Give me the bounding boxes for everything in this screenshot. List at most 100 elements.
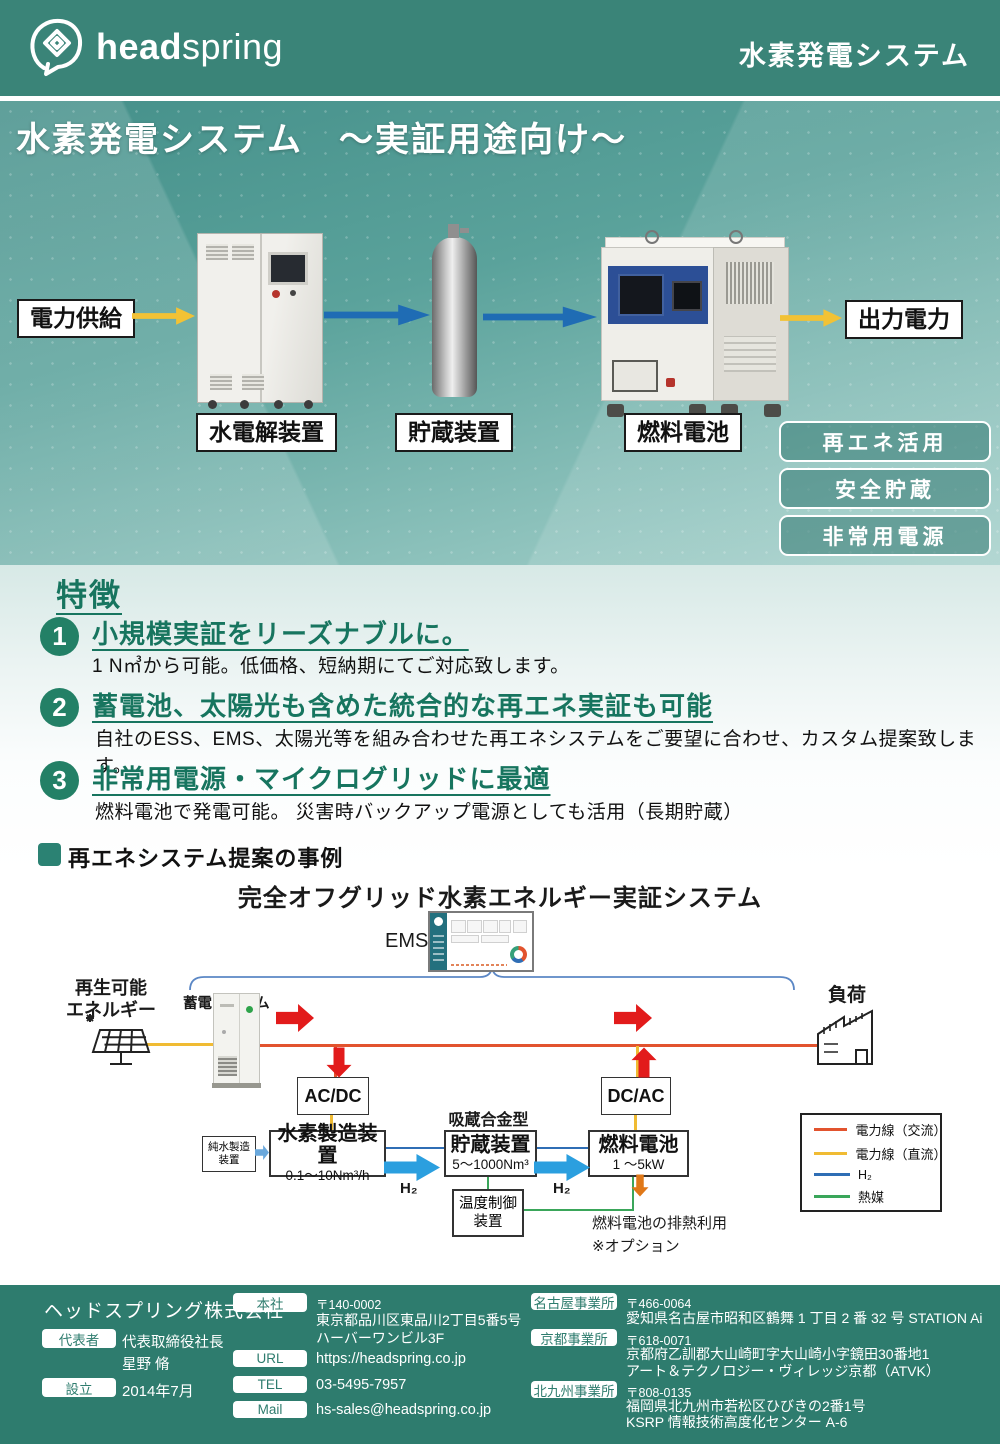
fuel-cell-window [618, 274, 664, 316]
footer-office-kyoto-line1: 京都府乙訓郡大山崎町字大山崎小字鏡田30番地1 [626, 1346, 930, 1362]
feature-1-title: 小規模実証をリーズナブルに。 [92, 619, 469, 649]
feature-2-number: 2 [40, 688, 79, 727]
electrolyzer-caster [274, 400, 283, 409]
footer-tel-value: 03-5495-7957 [316, 1377, 407, 1393]
footer-office-kyoto-postal: 〒618-0071 [626, 1334, 692, 1348]
ems-card [467, 920, 482, 933]
electrolyzer-screen [268, 252, 308, 285]
footer-rep-title: 代表取締役社長 [122, 1335, 224, 1351]
feature-3-title: 非常用電源・マイクログリッドに最適 [92, 764, 551, 794]
pure-water-box: 純水製造 装置 [202, 1136, 256, 1172]
electrolyzer-photo [197, 233, 323, 409]
ems-menu-item [433, 959, 444, 961]
gas-cylinder-photo [432, 224, 477, 397]
solar-panel-icon [86, 1014, 151, 1065]
fuel-cell-front [601, 247, 715, 401]
heat-line-horizontal [520, 1209, 634, 1211]
diagram-title: 完全オフグリッド水素エネルギー実証システム [237, 885, 763, 912]
fuel-cell-lift-ring [645, 230, 659, 244]
ems-menu-item [433, 953, 444, 955]
power-flow-arrow-right-icon [276, 1004, 314, 1032]
footer-url-value[interactable]: https://headspring.co.jp [316, 1351, 466, 1367]
electrolyzer-vent [206, 244, 228, 260]
ems-card [513, 920, 527, 933]
temp-control-line2: 装置 [473, 1214, 503, 1230]
electrolyzer-caster [240, 400, 249, 409]
battery-dot [222, 1030, 226, 1034]
ems-card [451, 935, 479, 943]
temp-control-box: 温度制御 装置 [452, 1189, 524, 1237]
load-building-icon [817, 1009, 873, 1065]
footer-mail-badge: Mail [233, 1401, 307, 1418]
legend-h2-line-icon [814, 1173, 850, 1176]
footer-mail-value[interactable]: hs-sales@headspring.co.jp [316, 1402, 492, 1418]
legend-row-heat: 熱媒 [802, 1187, 940, 1206]
headspring-logo-icon [30, 18, 83, 76]
battery-slot [220, 1004, 234, 1007]
ems-card [499, 920, 511, 933]
footer-office-nagoya-postal: 〒466-0064 [626, 1297, 692, 1311]
fuel-cell-blue-panel [608, 266, 708, 324]
water-arrow-icon [255, 1145, 269, 1160]
battery-led [246, 1006, 253, 1013]
fuel-cell-foot [607, 404, 624, 417]
ems-screen-thumbnail [428, 911, 534, 972]
h2-production-box: 水素製造装置 0.1～10Nm³/h [269, 1123, 386, 1183]
fuelcell-spec: 1 ～5kW [612, 1157, 665, 1173]
logo-wordmark: headspring [96, 26, 283, 68]
hero-badge-safe-storage: 安全貯蔵 [779, 468, 991, 509]
feature-3-number: 3 [40, 761, 79, 800]
pure-water-line2: 装置 [218, 1154, 240, 1166]
footer-company-name: ヘッドスプリング株式会社 [44, 1301, 285, 1322]
exhaust-note: 燃料電池の排熱利用 ※オプション [592, 1213, 727, 1258]
footer-est-value: 2014年7月 [122, 1383, 194, 1400]
fuelcell-label: 燃料電池 [624, 413, 742, 452]
heat-line-storage [487, 1173, 489, 1189]
electrolyzer-door-seam [260, 234, 262, 402]
electrolyzer-vent [232, 244, 254, 260]
electrolyzer-vent [210, 374, 232, 390]
feature-1-desc: 1 N㎥から可能。低価格、短納期にてご対応致します。 [92, 656, 570, 677]
flow-output-label: 出力電力 [845, 300, 963, 339]
renewable-label-line2: エネルギー [66, 999, 156, 1020]
footer-hq-postal: 〒140-0002 [316, 1298, 382, 1312]
ems-card [483, 920, 498, 933]
h2-storage-spec: 5～1000Nm³ [452, 1157, 529, 1173]
renewable-label-line1: 再生可能 [75, 978, 147, 998]
ems-label: EMS [385, 930, 429, 952]
fuel-cell-button [666, 378, 675, 387]
footer-rep-name: 星野 脩 [122, 1357, 170, 1373]
h2-label: H₂ [400, 1180, 418, 1197]
footer-hq-line1: 東京都品川区東品川2丁目5番5号 [316, 1312, 522, 1328]
legend-row-ac: 電力線（交流） [802, 1120, 947, 1139]
fuel-cell-foot [764, 404, 781, 417]
case-heading-bullet-icon [38, 843, 61, 866]
legend-ac-label: 電力線（交流） [855, 1122, 947, 1138]
feature-2-title: 蓄電池、太陽光も含めた統合的な再エネ実証も可能 [92, 691, 714, 721]
power-flow-arrow-right-icon [614, 1004, 652, 1032]
electrolyzer-caster [304, 400, 313, 409]
logo-word-spring: spring [182, 26, 284, 67]
cylinder-valve-nub [460, 228, 469, 233]
dc-line-acdc-electrolyzer [330, 1113, 333, 1132]
footer-office-kitakyushu-line2: KSRP 情報技術高度化センター A-6 [626, 1414, 848, 1430]
h2-storage-box: 貯蔵装置 5～1000Nm³ [444, 1130, 537, 1177]
storage-label: 貯蔵装置 [395, 413, 513, 452]
fuelcell-name: 燃料電池 [598, 1134, 679, 1157]
ems-card [451, 920, 466, 933]
legend-heat-line-icon [814, 1194, 850, 1198]
h2-flow-arrow-icon [534, 1154, 590, 1181]
dc-line-dcac-fuelcell [634, 1113, 637, 1132]
feature-3-desc: 燃料電池で発電可能。 災害時バックアップ電源としても活用（長期貯蔵） [95, 802, 743, 823]
fuel-cell-hatch [612, 360, 658, 392]
exhaust-note-line2: ※オプション [592, 1237, 680, 1255]
ems-menu-item [433, 941, 444, 943]
legend-heat-label: 熱媒 [858, 1189, 885, 1205]
footer-est-badge: 設立 [42, 1378, 116, 1397]
dcac-converter-box: DC/AC [601, 1077, 671, 1115]
diagram-legend: 電力線（交流） 電力線（直流） H₂ 熱媒 [800, 1113, 947, 1212]
h2-pipe-line [533, 1147, 588, 1149]
exhaust-note-line1: 燃料電池の排熱利用 [592, 1215, 728, 1232]
footer-office-nagoya-badge: 名古屋事業所 [531, 1293, 617, 1311]
hero-badge-emergency: 非常用電源 [779, 515, 991, 556]
